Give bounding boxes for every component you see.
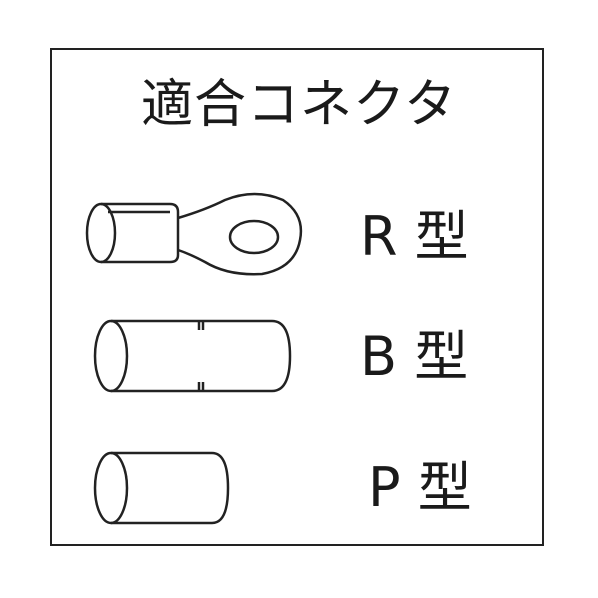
diagram-frame <box>50 48 544 546</box>
type-label-p: P 型 <box>368 456 472 519</box>
type-label-b: B 型 <box>360 325 469 388</box>
diagram-title: 適合コネクタ <box>141 75 457 135</box>
type-label-r: R 型 <box>360 205 469 268</box>
